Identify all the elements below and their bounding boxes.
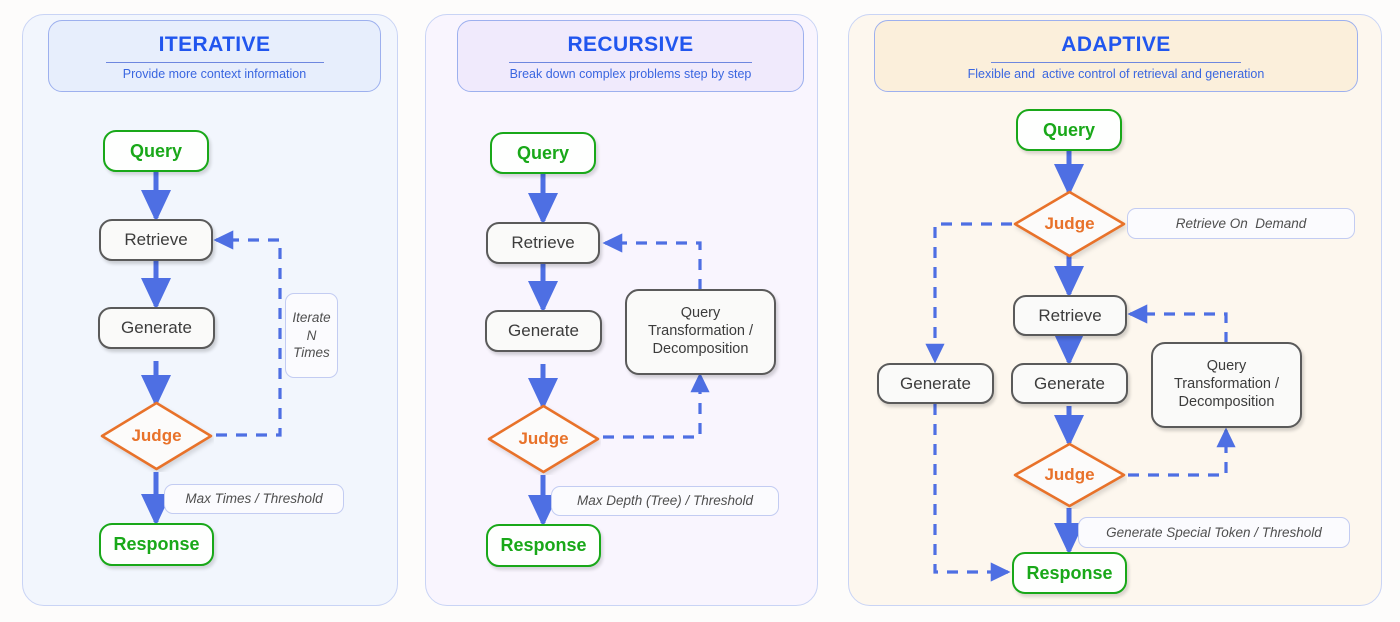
node-generate-left-adaptive[interactable]: Generate (877, 363, 994, 404)
header-divider (991, 61, 1241, 63)
note-max-depth-threshold: Max Depth (Tree) / Threshold (551, 486, 779, 516)
panel-adaptive-subtitle: Flexible and active control of retrieval… (967, 67, 1265, 81)
note-generate-special-token: Generate Special Token / Threshold (1078, 517, 1350, 548)
node-query-transformation-recursive[interactable]: Query Transformation / Decomposition (625, 289, 776, 375)
panel-recursive-title: RECURSIVE (567, 32, 694, 56)
note-text: Max Depth (Tree) / Threshold (576, 493, 754, 509)
note-max-times-threshold: Max Times / Threshold (164, 484, 344, 514)
node-query-transformation-adaptive[interactable]: Query Transformation / Decomposition (1151, 342, 1302, 428)
node-response-iterative[interactable]: Response (99, 523, 214, 566)
header-divider (105, 61, 324, 63)
node-label: Generate (508, 321, 579, 340)
node-judge-top-adaptive[interactable]: Judge (1012, 189, 1127, 259)
node-retrieve-iterative[interactable]: Retrieve (99, 219, 213, 261)
node-label: Query (516, 142, 570, 163)
diamond-shape (1013, 442, 1126, 508)
note-text: Generate Special Token / Threshold (1106, 524, 1322, 540)
node-generate-main-adaptive[interactable]: Generate (1011, 363, 1128, 404)
diamond-shape (487, 404, 600, 474)
note-retrieve-on-demand: Retrieve On Demand (1127, 208, 1355, 239)
node-judge-bottom-adaptive[interactable]: Judge (1012, 441, 1127, 509)
node-label: Response (500, 535, 587, 555)
panel-iterative-header: ITERATIVE Provide more context informati… (48, 20, 381, 92)
node-query-recursive[interactable]: Query (490, 132, 596, 174)
node-label: Query (129, 140, 183, 161)
node-retrieve-adaptive[interactable]: Retrieve (1013, 295, 1127, 336)
note-iterate-n-times: Iterate N Times (285, 293, 338, 378)
note-text: Iterate N Times (292, 309, 331, 361)
node-judge-iterative[interactable]: Judge (99, 400, 214, 472)
node-response-recursive[interactable]: Response (486, 524, 601, 567)
panel-recursive-header: RECURSIVE Break down complex problems st… (457, 20, 804, 92)
node-label: Retrieve (124, 230, 188, 249)
node-label: Response (113, 534, 200, 554)
node-label: Retrieve (1038, 305, 1102, 325)
node-label: Generate (121, 318, 192, 337)
panel-iterative-subtitle: Provide more context information (122, 67, 307, 81)
panel-adaptive-header: ADAPTIVE Flexible and active control of … (874, 20, 1358, 92)
node-label: Query Transformation / Decomposition (647, 305, 754, 357)
node-label: Retrieve (511, 233, 575, 252)
node-response-adaptive[interactable]: Response (1012, 552, 1127, 594)
node-generate-iterative[interactable]: Generate (98, 307, 215, 349)
node-retrieve-recursive[interactable]: Retrieve (486, 222, 600, 264)
node-label: Query (1042, 119, 1096, 140)
note-text: Max Times / Threshold (185, 491, 323, 507)
node-query-iterative[interactable]: Query (103, 130, 209, 172)
diamond-shape (100, 401, 213, 471)
node-label: Generate (1034, 373, 1105, 393)
node-judge-recursive[interactable]: Judge (486, 403, 601, 475)
node-label: Generate (900, 373, 971, 393)
note-text: Retrieve On Demand (1175, 215, 1307, 231)
diamond-shape (1013, 190, 1126, 258)
header-divider (509, 61, 752, 63)
panel-iterative-title: ITERATIVE (158, 32, 271, 56)
node-label: Response (1026, 562, 1113, 583)
node-label: Query Transformation / Decomposition (1173, 358, 1280, 410)
node-query-adaptive[interactable]: Query (1016, 109, 1122, 151)
panel-recursive-subtitle: Break down complex problems step by step (509, 67, 752, 81)
panel-adaptive-title: ADAPTIVE (1061, 32, 1171, 56)
node-generate-recursive[interactable]: Generate (485, 310, 602, 352)
